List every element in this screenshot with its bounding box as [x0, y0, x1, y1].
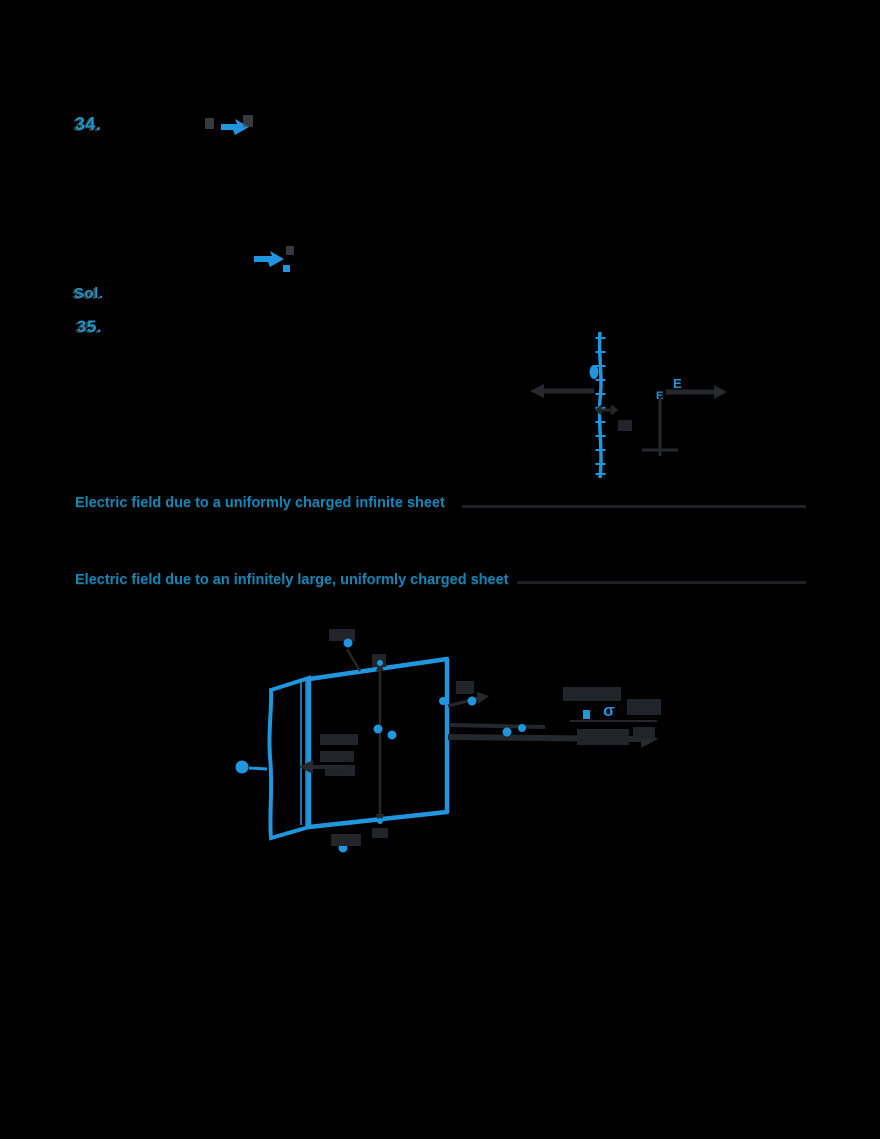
ghost-label: [456, 681, 474, 694]
heading-rule: [517, 581, 806, 584]
sigma-charge-blob: [589, 365, 599, 379]
left-field-arrowhead: [299, 760, 313, 774]
sigma-callout-line: [248, 766, 268, 771]
right-field-arrowhead: [714, 385, 727, 399]
gaussian-pillbox-diagram: σ: [235, 629, 661, 853]
section-heading: Electric field due to an infinitely larg…: [75, 572, 509, 588]
vector-arrow-icon: [205, 115, 253, 135]
label-dot: [387, 730, 397, 740]
problem-number-label: 34.: [75, 114, 102, 134]
subscript-mark: [283, 265, 290, 272]
charged-sheet-field-diagram: E E: [530, 331, 727, 479]
ghost-text-fragment: [286, 246, 294, 255]
gaussian-surface-box: [306, 656, 450, 830]
label-dot: [467, 696, 477, 706]
ghost-formula: [627, 699, 661, 715]
problem-number-label: 35.: [77, 317, 103, 336]
formula-highlight-mark: [583, 710, 590, 719]
ghost-label: [331, 834, 361, 846]
ghost-text-fragment: [205, 118, 214, 129]
ghost-label: [329, 629, 355, 641]
ghost-formula: [577, 729, 629, 745]
e-field-label-small: E: [656, 390, 663, 402]
ghost-label: [372, 828, 388, 838]
ghost-formula: [633, 727, 655, 739]
heading-rule: [462, 505, 806, 508]
top-area-vector: [345, 648, 362, 672]
label-dot: [377, 818, 383, 824]
solution-label: Sol.: [74, 285, 104, 302]
label-dot: [373, 724, 383, 734]
charged-sheet-line: [597, 331, 603, 479]
ghost-label: [618, 420, 632, 431]
plus-charge-ticks: [595, 337, 606, 475]
e-field-label: E: [673, 376, 682, 391]
label-dot: [377, 660, 383, 666]
sigma-callout-dot: [235, 760, 249, 774]
section-heading: Electric field due to a uniformly charge…: [75, 495, 445, 511]
label-dot: [518, 724, 526, 732]
sigma-label: σ: [603, 701, 615, 720]
arrow-glyph: [221, 119, 249, 135]
ghost-text: [320, 734, 358, 745]
vector-arrow-icon: [254, 246, 294, 272]
left-field-arrowhead: [530, 384, 544, 398]
label-dot: [343, 638, 353, 648]
ghost-text: [325, 765, 355, 776]
label-dot: [502, 727, 512, 737]
arrow-glyph: [254, 251, 284, 267]
ghost-formula: [563, 687, 621, 701]
ghost-text-fragment: [243, 115, 253, 127]
field-arrow-upper-line: [449, 723, 546, 729]
right-area-arrowhead: [477, 692, 489, 704]
ghost-text: [320, 751, 354, 762]
label-dot: [439, 697, 447, 705]
charged-slab-outline: [267, 675, 311, 841]
distance-double-arrow: [594, 404, 619, 416]
